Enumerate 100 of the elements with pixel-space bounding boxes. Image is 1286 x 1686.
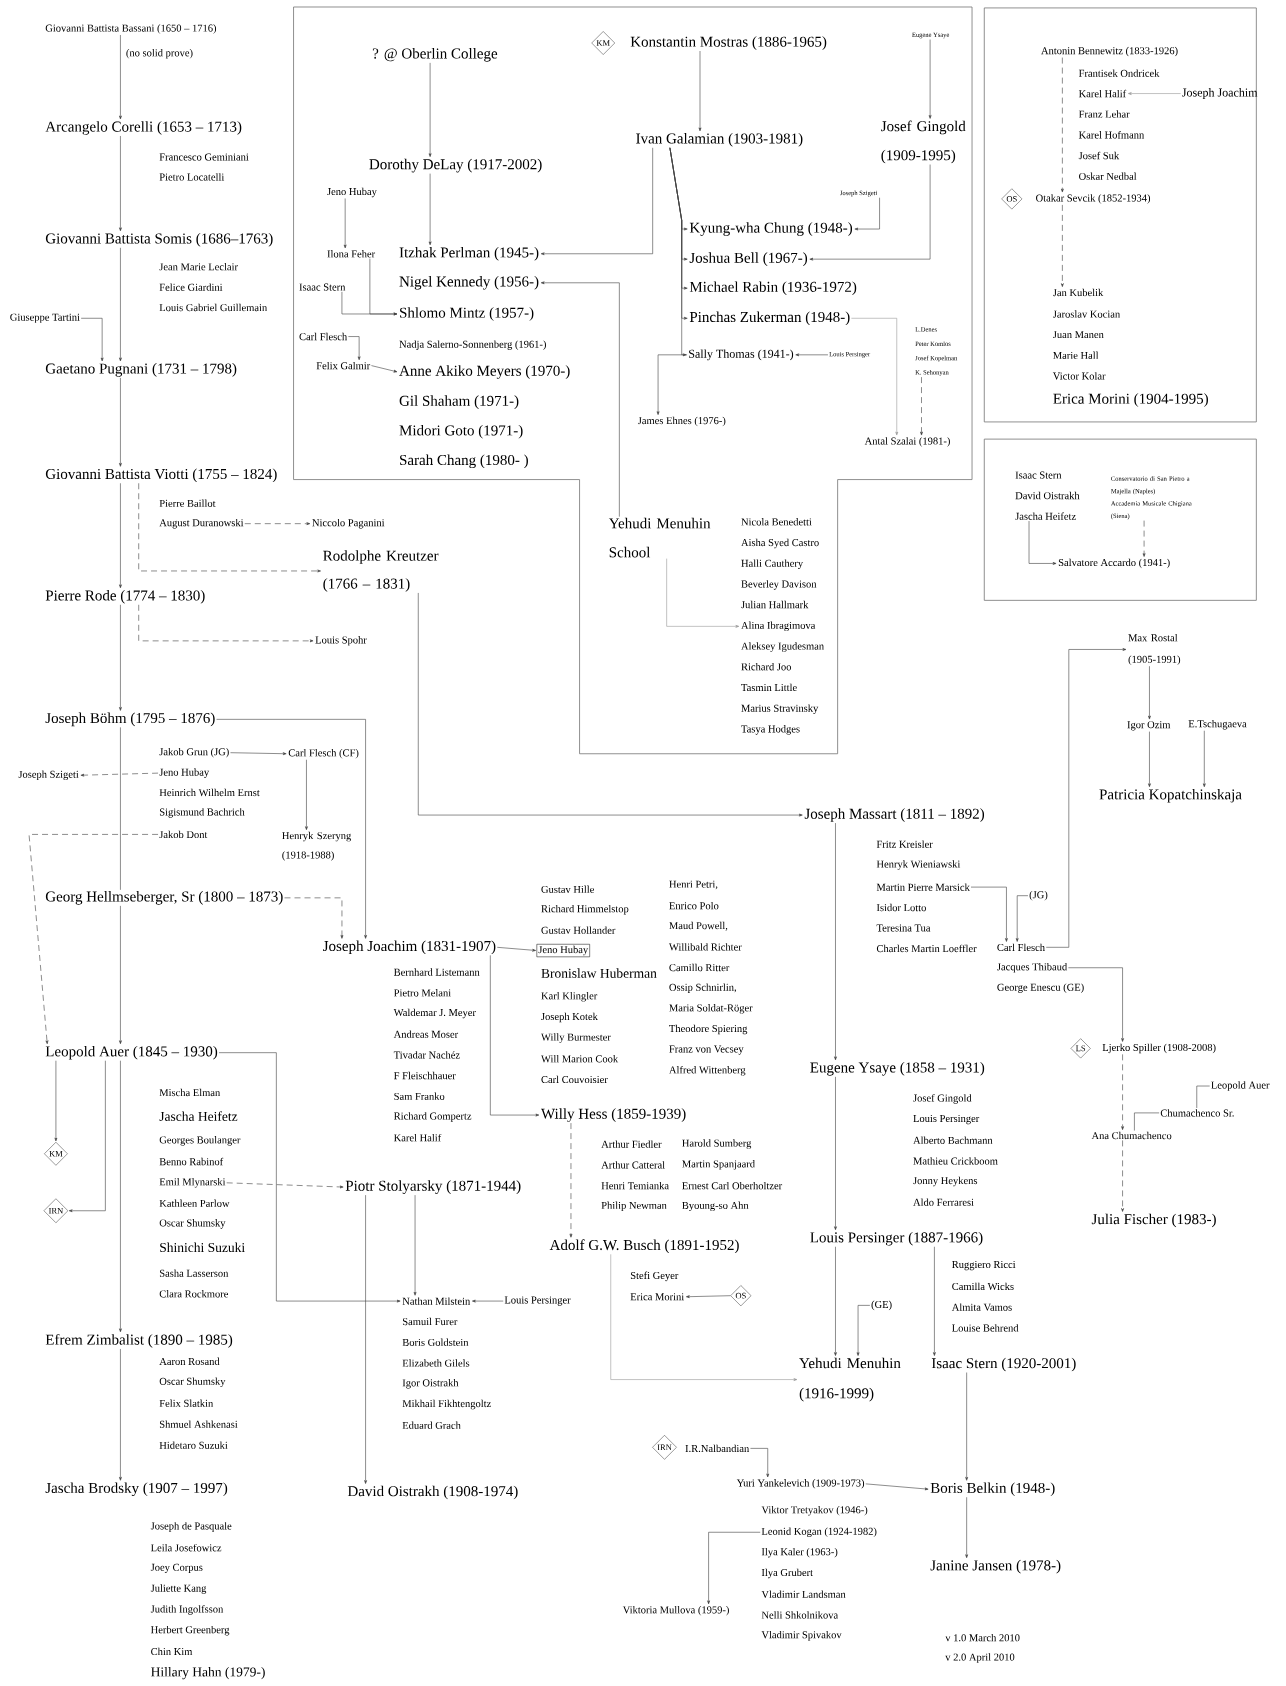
name-text: (GE) [871,1300,892,1311]
arrow [119,905,122,1045]
arrow [750,1448,770,1478]
arrow [834,822,837,1061]
name-text: Joseph Joachim (1831-1907) [323,940,496,955]
arrow [965,1372,969,1481]
name-text: Ivan Galamian (1903-1981) [636,133,803,147]
name-text: F Fleischhauer [393,1071,456,1080]
arrow [540,281,620,517]
arrow [496,947,536,952]
name-text: Sigismund Bachrich [159,808,245,818]
name-text: Ana Chumachenco [1091,1131,1172,1140]
name-text: Adolf G.W. Busch (1891-1952) [549,1239,739,1254]
name-text: Midori Goto (1971-) [399,424,523,439]
name-text: Joseph Joachim [1182,88,1258,99]
name-text: Charles Martin Loeffler [876,944,977,953]
arrow [341,291,398,316]
arrow [656,354,688,415]
name-text: Frantisek Ondricek [1078,69,1160,77]
arrow [428,62,432,157]
name-text: Ilya Grubert [761,1568,813,1579]
name-text: Antonin Bennewitz (1833-1926) [1041,46,1178,57]
name-text: Joseph Kotek [541,1012,598,1023]
name-text: Igor Oistrakh [402,1379,459,1389]
name-text: Gil Shaham (1971-) [399,395,519,409]
name-text: Nelli Shkolnikova [761,1611,838,1619]
name-text: Yehudi Menuhin School [608,517,711,558]
name-text: Boris Belkin (1948-) [930,1482,1055,1497]
name-text: Felix Slatkin [159,1399,214,1407]
name-text: Clara Rockmore [159,1290,229,1298]
name-text: Isidor Lotto [876,903,926,912]
name-text: Bronislaw Huberman [541,968,657,978]
name-text: Nathan Milstein [402,1297,471,1305]
name-text: Juliette Kang [150,1584,207,1594]
arrow [809,164,931,261]
arrow [965,1496,969,1559]
name-text: Yehudi Menuhin (1916-1999) [799,1357,901,1402]
arrow [490,955,540,1117]
name-text: Jakob Grun (JG) [159,747,229,758]
name-text: Victor Kolar [1052,372,1106,380]
name-text: Fritz Kreisler [876,840,933,848]
name-text: Georg Hellmseberger, Sr (1800 – 1873) [45,891,283,905]
arrow [1028,520,1057,565]
arrow [851,317,899,436]
name-text: Leopold Auer (1845 – 1930) [45,1045,218,1060]
name-text: Arcangelo Corelli (1653 – 1713) [45,121,242,135]
name-text: Nigel Kennedy (1956-) [399,276,539,290]
name-text: Aldo Ferraresi [913,1198,974,1206]
name-text: Joseph Massart (1811 – 1892) [804,808,985,822]
name-text: Dorothy DeLay (1917-2002) [369,158,542,173]
name-text: Gustav Hollander [541,926,616,934]
name-text: Chumachenco Sr. [1160,1109,1234,1117]
name-text: Willy Hess (1859-1939) [541,1108,686,1122]
name-text: Louis Persinger [913,1114,980,1125]
name-text: Teresina Tua [876,924,931,932]
name-text: Giuseppe Tartini [10,313,80,323]
name-text: Pierre Rode (1774 – 1830) [45,590,205,604]
arrow [226,1182,344,1189]
section-frame [983,7,1257,423]
name-text: Boris Goldstein [402,1338,469,1346]
name-text: Byoung-so Ahn [682,1201,749,1212]
name-text: Jeno Hubay [159,768,210,778]
name-text: Mathieu Crickboom [913,1157,998,1165]
arrow [666,558,740,628]
arrow [1148,665,1151,720]
name-text: Oscar Shumsky [159,1219,226,1229]
name-text: Piotr Stolyarsky (1871-1944) [345,1180,521,1194]
name-text: Benno Rabinof [159,1157,224,1166]
name-text: Stefi Geyer [630,1271,679,1282]
name-text: Mikhail Fikhtengoltz [402,1399,491,1410]
arrow [610,1254,798,1381]
name-text: Josef Gingold (1909-1995) [881,120,966,164]
name-text: Gustav Hille [541,885,594,893]
name-text: Felice Giardini [159,283,223,291]
name-text: Camillo Ritter [669,963,730,972]
name-text: Itzhak Perlman (1945-) [399,246,539,261]
arrow [920,376,923,436]
name-text: Vladimir Spivakov [761,1630,842,1641]
arrow [698,50,702,132]
name-text: Jean Marie Leclair [159,263,238,271]
name-text: Herbert Greenberg [150,1625,230,1636]
name-text: Shlomo Mintz (1957-) [400,307,534,321]
arrow [218,1052,401,1303]
name-text: Sasha Lasserson [159,1269,229,1277]
arrow [28,834,159,1045]
name-text: Salvatore Accardo (1941-) [1058,558,1170,569]
name-text: Almita Vamos [951,1303,1012,1311]
name-text: Isaac Stern (1920-2001) [931,1357,1076,1372]
name-text: Ernest Carl Oberholtzer [682,1181,783,1190]
name-text: ? @ Oberlin College [372,48,498,62]
name-text: Ilya Kaler (1963-) [761,1547,838,1558]
name-text: Carl Flesch (CF) [288,749,359,759]
name-text: Ruggiero Ricci [952,1261,1016,1271]
name-text: Nadja Salerno-Sonnenberg (1961-) [399,340,546,350]
connector-line [1196,1085,1210,1109]
name-text: Jeno Hubay [327,187,377,198]
arrow [54,1060,58,1142]
name-text: Giovanni Battista Bassani (1650 – 1716) [45,24,217,34]
name-text: Henryk Szeryng (1918-1988) [282,831,352,861]
arrow [1121,1054,1124,1130]
